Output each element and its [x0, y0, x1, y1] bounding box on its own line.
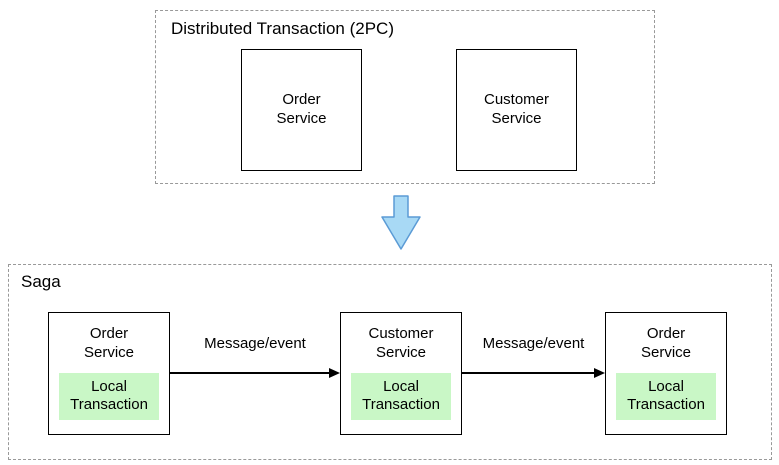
message-event-label: Message/event	[204, 335, 306, 352]
service-label: Customer Service	[483, 91, 550, 127]
service-label: Customer Service	[368, 325, 434, 361]
message-event-label: Message/event	[482, 335, 585, 352]
arrow-head-icon	[594, 368, 605, 378]
local-transaction-box: Local Transaction	[59, 372, 159, 420]
service-label: Order Service	[640, 325, 692, 361]
message-arrow	[462, 367, 605, 379]
twopc-customer-service-box: Customer Service	[456, 49, 577, 171]
arrow-head-icon	[329, 368, 340, 378]
saga-title: Saga	[21, 272, 61, 291]
message-arrow-line	[462, 372, 594, 374]
twopc-order-service-box: Order Service	[241, 49, 362, 171]
twopc-title: Distributed Transaction (2PC)	[171, 19, 394, 38]
saga-node-customer: Customer Service Local Transaction	[340, 312, 462, 435]
service-label: Order Service	[83, 325, 135, 361]
message-arrow	[170, 367, 340, 379]
saga-node-order-1: Order Service Local Transaction	[48, 312, 170, 435]
service-label: Order Service	[276, 91, 327, 127]
local-transaction-box: Local Transaction	[351, 372, 451, 420]
saga-node-order-2: Order Service Local Transaction	[605, 312, 727, 435]
down-arrow-icon	[381, 195, 421, 251]
message-arrow-line	[170, 372, 329, 374]
twopc-group: Distributed Transaction (2PC) Order Serv…	[155, 10, 655, 184]
local-transaction-box: Local Transaction	[616, 372, 716, 420]
